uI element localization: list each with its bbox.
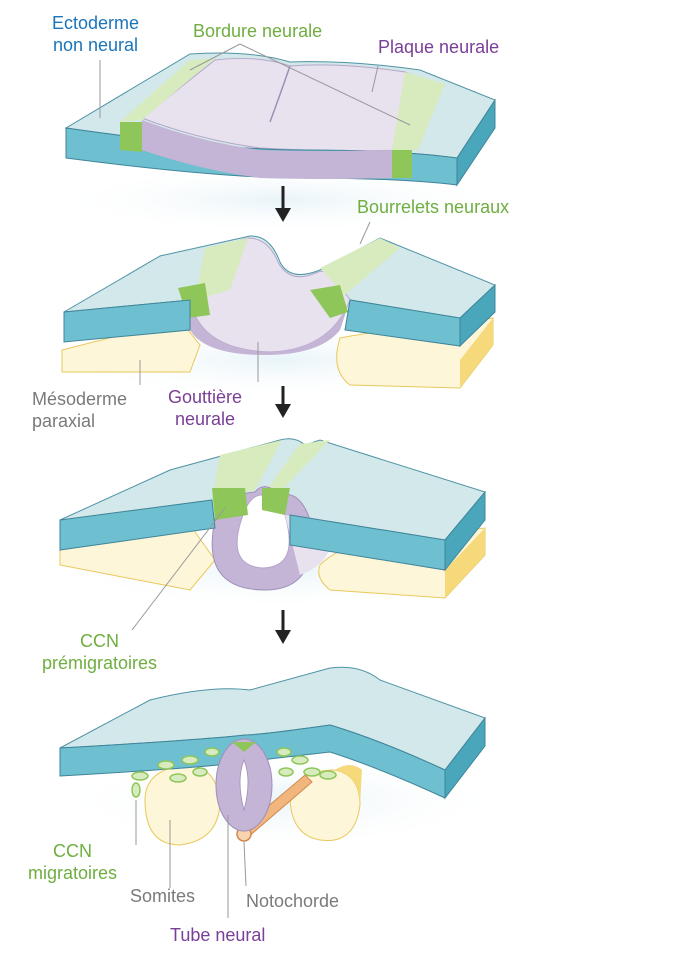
label-mesoderme-paraxial: Mésoderme paraxial bbox=[32, 388, 127, 432]
label-bordure-neurale: Bordure neurale bbox=[193, 21, 323, 41]
label-gouttiere-neurale: Gouttière neurale bbox=[168, 386, 242, 430]
label-ccn-migratoires: CCN migratoires bbox=[28, 840, 117, 884]
label-bourrelets-neuraux: Bourrelets neuraux bbox=[357, 197, 510, 217]
label-ectoderme-line1: Ectoderme bbox=[52, 13, 140, 33]
arrow-1 bbox=[275, 186, 291, 222]
label-ccn-mig-line1: CCN bbox=[53, 841, 93, 861]
label-mesoderme-line2: paraxial bbox=[32, 411, 96, 431]
stage-3-folding bbox=[50, 438, 510, 631]
label-ccn-pre-line1: CCN bbox=[80, 631, 120, 651]
label-tube-neural: Tube neural bbox=[170, 925, 266, 945]
label-somites: Somites bbox=[130, 886, 196, 906]
arrow-2 bbox=[275, 386, 291, 418]
label-ccn-pre-line2: prémigratoires bbox=[42, 653, 158, 673]
label-ccn-premigratoires: CCN prémigratoires bbox=[42, 630, 157, 674]
label-gouttiere-line1: Gouttière bbox=[168, 387, 243, 407]
stage-2-neural-groove bbox=[50, 221, 510, 400]
label-ectoderme: Ectoderme non neural bbox=[52, 12, 139, 56]
label-gouttiere-line2: neurale bbox=[175, 409, 236, 429]
stage-1-neural-plate bbox=[50, 43, 510, 235]
label-mesoderme-line1: Mésoderme bbox=[32, 389, 128, 409]
stage-4-neural-tube bbox=[50, 666, 510, 918]
label-ccn-mig-line2: migratoires bbox=[28, 863, 118, 883]
arrow-3 bbox=[275, 610, 291, 644]
label-plaque-neurale: Plaque neurale bbox=[378, 37, 500, 57]
label-ectoderme-line2: non neural bbox=[52, 35, 139, 55]
label-notochorde: Notochorde bbox=[246, 891, 340, 911]
